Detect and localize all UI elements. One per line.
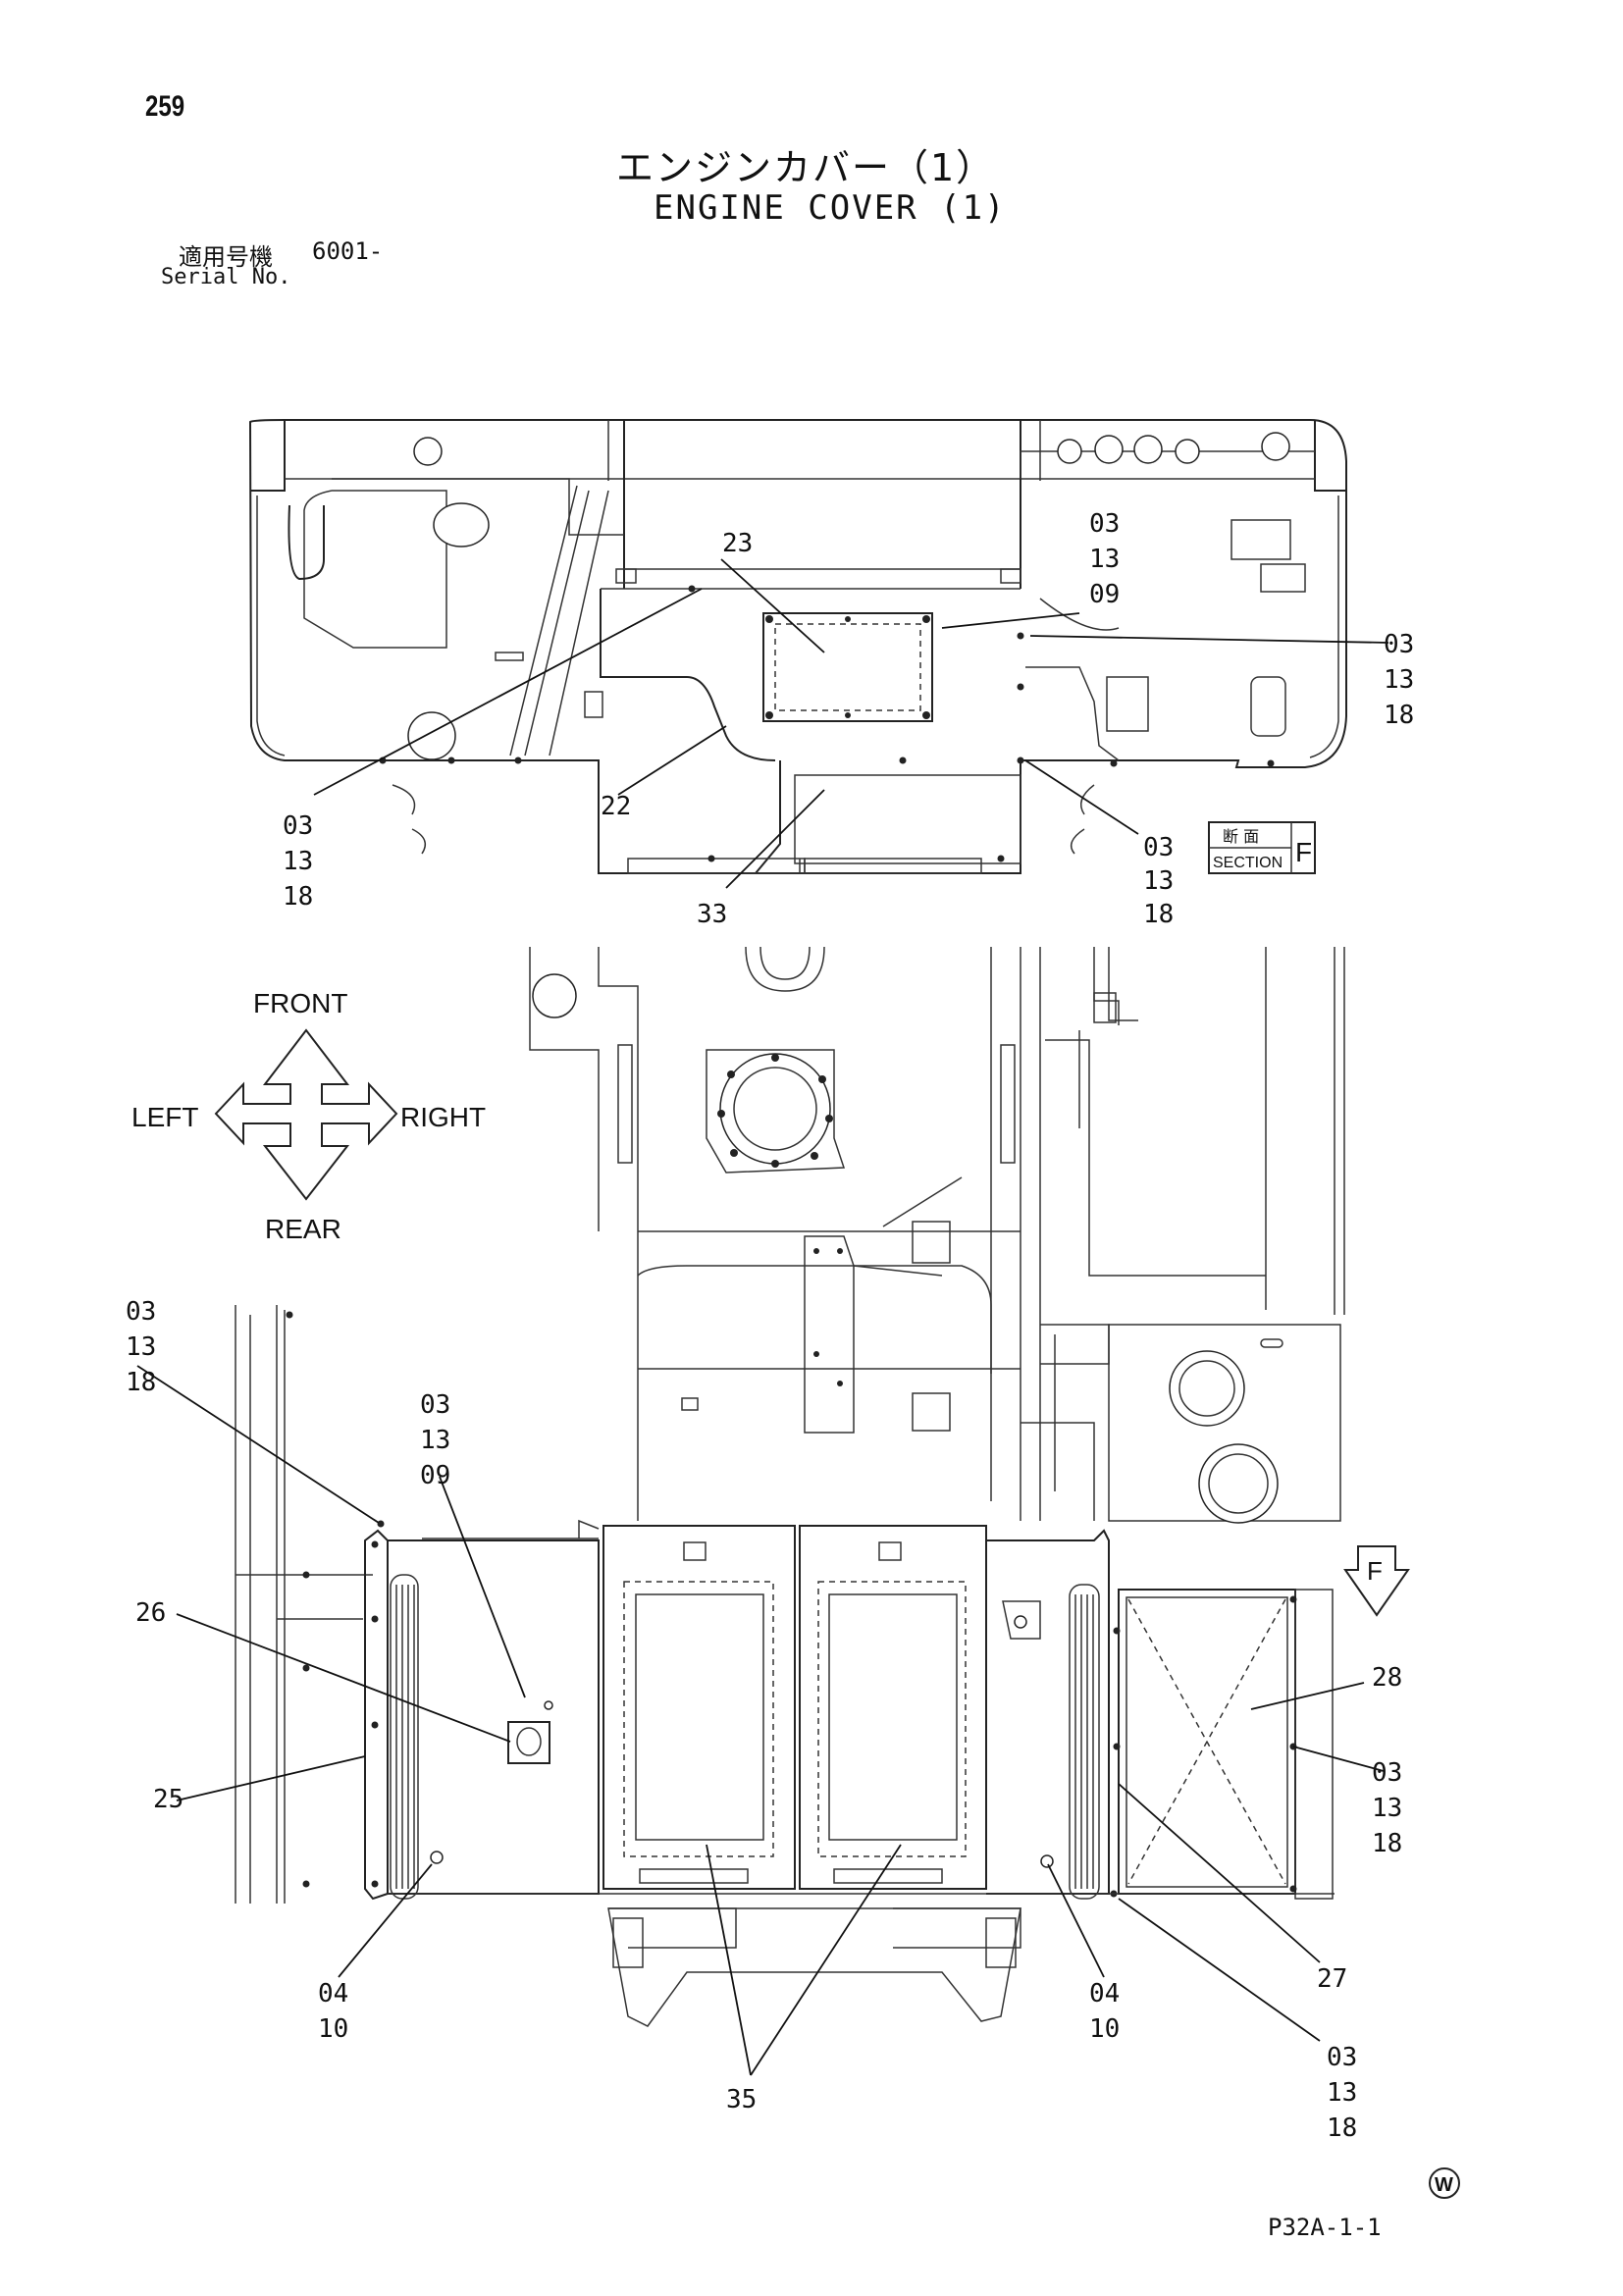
- callout-code: 18: [126, 1368, 156, 1397]
- callout-top-right-upper: 03 13 09: [1089, 509, 1120, 609]
- callout-top-right-mid: 03 13 18: [1384, 630, 1414, 730]
- callout-code: 03: [420, 1390, 450, 1420]
- part-number-22: 22: [601, 792, 631, 821]
- callout-bottom-left-low: 04 10: [318, 1979, 348, 2044]
- manufacturer-letter: W: [1435, 2174, 1453, 2196]
- part-number-35: 35: [726, 2085, 757, 2114]
- direction-right: RIGHT: [400, 1102, 486, 1132]
- callout-code: 03: [283, 811, 313, 841]
- callout-code: 13: [1143, 866, 1174, 896]
- part-number-23: 23: [722, 529, 753, 558]
- manufacturer-mark: W: [1429, 2167, 1460, 2199]
- section-letter: F: [1295, 837, 1312, 867]
- callout-code: 18: [1372, 1829, 1402, 1858]
- direction-rear: REAR: [265, 1214, 341, 1244]
- callout-code: 18: [1327, 2113, 1357, 2143]
- callout-code: 03: [1384, 630, 1414, 659]
- callout-code: 13: [283, 847, 313, 876]
- callout-code: 04: [318, 1979, 348, 2009]
- direction-left: LEFT: [131, 1102, 198, 1132]
- callout-bottom-left-upper: 03 13 18: [126, 1297, 156, 1397]
- part-number-28: 28: [1372, 1663, 1402, 1693]
- direction-front: FRONT: [253, 988, 347, 1018]
- part-number-27: 27: [1317, 1964, 1347, 1994]
- part-number-33: 33: [697, 900, 727, 929]
- part-number-25: 25: [153, 1785, 183, 1814]
- callout-code: 13: [1089, 545, 1120, 574]
- section-label-japanese: 断 面: [1223, 827, 1259, 846]
- section-label-english: SECTION: [1213, 855, 1283, 871]
- callout-code: 03: [1143, 833, 1174, 862]
- part-numbers: 23 22 33 26 25 28 27 35: [135, 529, 1402, 2114]
- callout-code: 10: [1089, 2014, 1120, 2044]
- drawing-code: P32A-1-1: [1268, 2214, 1382, 2241]
- callout-bottom-right-mid: 03 13 18: [1372, 1758, 1402, 1858]
- section-f-label: 断 面 SECTION F: [1208, 821, 1316, 874]
- callout-code: 03: [1372, 1758, 1402, 1788]
- serial-number-value: 6001-: [312, 237, 384, 265]
- callout-bottom-right-low: 04 10: [1089, 1979, 1120, 2044]
- callout-code: 18: [283, 882, 313, 912]
- title-japanese: エンジンカバー（1）: [616, 146, 996, 189]
- callout-code: 18: [1143, 900, 1174, 929]
- callout-code: 13: [1384, 665, 1414, 695]
- callout-bottom-left-mid: 03 13 09: [420, 1390, 450, 1490]
- callout-code: 13: [420, 1426, 450, 1455]
- callout-code: 18: [1384, 701, 1414, 730]
- callout-code: 13: [1327, 2078, 1357, 2108]
- serial-label-english: Serial No.: [161, 265, 291, 289]
- callout-code: 09: [1089, 580, 1120, 609]
- callout-code: 03: [1089, 509, 1120, 539]
- section-arrow-letter: F: [1367, 1556, 1383, 1586]
- bottom-view-leaders: [136, 1365, 1385, 2076]
- callout-code: 03: [1327, 2043, 1357, 2072]
- callout-bottom-right-bottom: 03 13 18: [1327, 2043, 1357, 2143]
- section-f-arrow: F: [1343, 1545, 1410, 1617]
- callout-top-left-lower: 03 13 18: [283, 811, 313, 912]
- callout-code: 10: [318, 2014, 348, 2044]
- callout-code: 04: [1089, 1979, 1120, 2009]
- callout-top-right-lower: 03 13 18: [1143, 833, 1174, 929]
- right-round-ports: [1169, 1350, 1279, 1524]
- serial-label-japanese: 適用号機: [179, 243, 273, 271]
- part-number-26: 26: [135, 1598, 166, 1628]
- page-number: 259: [145, 90, 185, 123]
- title-english: ENGINE COVER (1): [654, 188, 1007, 228]
- callout-code: 03: [126, 1297, 156, 1327]
- callout-code: 13: [126, 1332, 156, 1362]
- direction-indicator: FRONT REAR LEFT RIGHT: [131, 988, 486, 1244]
- callout-code: 13: [1372, 1794, 1402, 1823]
- top-section-view: [248, 419, 1347, 874]
- top-view-leaders: [313, 558, 1389, 889]
- bottom-plan-view: [235, 946, 1345, 2027]
- callout-code: 09: [420, 1461, 450, 1490]
